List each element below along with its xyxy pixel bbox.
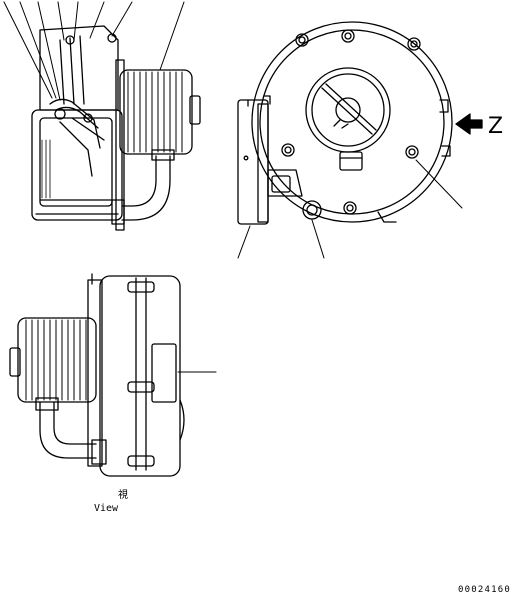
- view-label-en: View: [94, 503, 119, 514]
- assembly-front-view: [237, 21, 463, 259]
- document-number: 00024160: [458, 585, 511, 595]
- view-label-jp: 視: [118, 488, 128, 501]
- drain-plug: [302, 200, 322, 220]
- heater-core: [119, 69, 193, 155]
- fan-inlet: [305, 67, 391, 153]
- blower-housing: [251, 21, 453, 223]
- upper-bracket: [39, 25, 119, 111]
- fan-hub: [335, 97, 361, 123]
- housing-box: [31, 109, 123, 221]
- tie-rods: [127, 277, 155, 471]
- assembly-view-z: [9, 273, 217, 477]
- mounting-bolts: [281, 29, 421, 215]
- outlet-port: [339, 151, 363, 171]
- heater-core-lower: [17, 317, 97, 403]
- view-z-label: Z: [488, 114, 503, 139]
- pipe-elbow-lower: [39, 401, 97, 459]
- assembly-side-view: [3, 1, 201, 231]
- pipe-elbow: [121, 155, 157, 207]
- mounting-flange: [237, 99, 269, 225]
- leader-lines-top: [3, 1, 185, 101]
- blower-body: [99, 275, 181, 477]
- view-direction-arrow: [455, 113, 483, 135]
